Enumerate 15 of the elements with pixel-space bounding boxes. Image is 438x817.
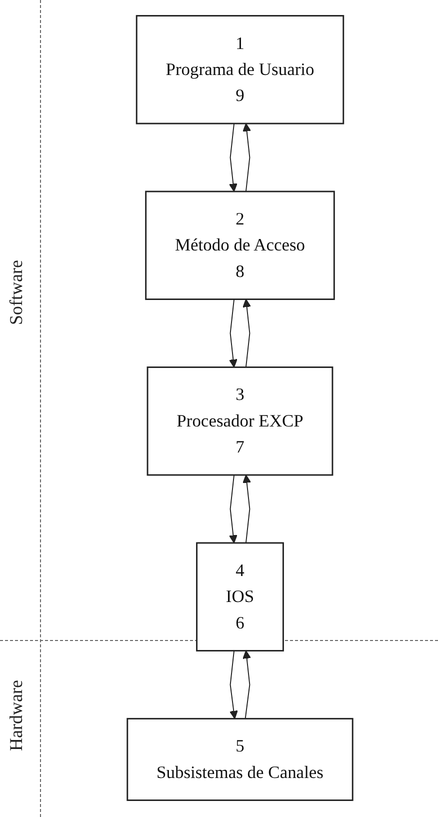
node-box: 4 IOS 6 <box>196 542 284 652</box>
arrow <box>228 298 238 368</box>
node-box: 1 Programa de Usuario 9 <box>136 15 344 124</box>
arrow <box>228 474 238 544</box>
arrow <box>242 298 252 368</box>
arrow <box>242 123 252 192</box>
region-label: Hardware <box>6 680 27 751</box>
node-box: 3 Procesador EXCP 7 <box>146 366 334 476</box>
node-box: 5 Subsistemas de Canales <box>126 718 354 801</box>
arrow <box>242 650 252 720</box>
arrow <box>242 474 252 544</box>
arrow <box>228 123 238 192</box>
region-label: Software <box>6 260 27 325</box>
arrow <box>229 650 238 720</box>
node-box: 2 Método de Acceso 8 <box>145 190 335 300</box>
